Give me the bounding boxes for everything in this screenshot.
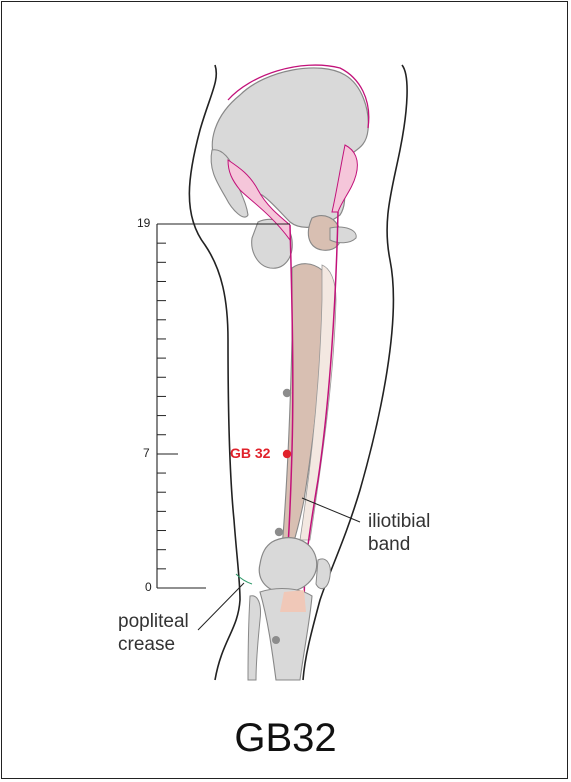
scale-minor-ticks xyxy=(157,243,166,569)
gb32-point-dot xyxy=(283,450,291,458)
scale-tick-7: 7 xyxy=(143,447,150,460)
acupoint-dot-knee xyxy=(275,528,283,536)
iliotibial-label-line1: iliotibial xyxy=(368,512,430,533)
figure-title: GB32 xyxy=(0,716,571,760)
femur-condyle xyxy=(259,538,316,593)
scale-tick-19: 19 xyxy=(137,217,150,230)
scale-tick-0: 0 xyxy=(145,581,152,594)
greater-trochanter xyxy=(330,227,356,243)
acupoint-dot-lower xyxy=(272,636,280,644)
popliteal-leader-line xyxy=(198,583,244,630)
knee-band-patch xyxy=(280,590,306,612)
measurement-scale xyxy=(157,224,290,588)
gb32-point-label: GB 32 xyxy=(230,446,270,461)
popliteal-label-line1: popliteal xyxy=(118,612,189,633)
iliotibial-label-line2: band xyxy=(368,535,410,556)
fibula xyxy=(248,596,261,680)
acupoint-dot-upper xyxy=(283,389,291,397)
popliteal-label-line2: crease xyxy=(118,635,175,656)
patella xyxy=(316,559,330,589)
